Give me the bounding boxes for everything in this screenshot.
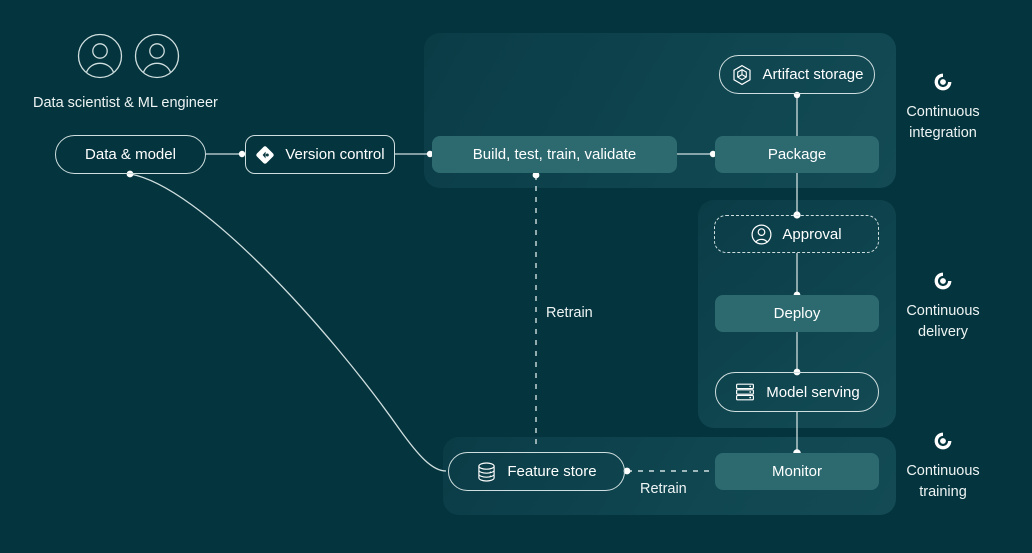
- node-label: Approval: [782, 225, 842, 243]
- personas-label: Data scientist & ML engineer: [33, 95, 218, 111]
- version-control-diamond-icon: [256, 145, 275, 164]
- node-version-control[interactable]: Version control: [245, 135, 395, 174]
- node-build-test-train-validate[interactable]: Build, test, train, validate: [432, 136, 677, 173]
- node-model-serving[interactable]: Model serving: [715, 372, 879, 412]
- person-circle-icon: [751, 224, 772, 244]
- phase-caption-line2: training: [919, 484, 967, 500]
- node-label: Artifact storage: [762, 66, 864, 83]
- node-label: Monitor: [771, 463, 823, 480]
- node-approval[interactable]: Approval: [714, 215, 879, 253]
- user-avatar-icon: [77, 33, 123, 79]
- phase-caption-line1: Continuous: [906, 303, 980, 319]
- cube-hexagon-icon: [732, 64, 751, 85]
- node-data-and-model[interactable]: Data & model: [55, 135, 206, 174]
- node-artifact-storage[interactable]: Artifact storage: [719, 55, 875, 94]
- continuous-loop-icon: [934, 432, 952, 450]
- node-label: Version control: [285, 146, 385, 163]
- node-feature-store[interactable]: Feature store: [448, 452, 625, 491]
- server-rack-icon: [736, 383, 755, 401]
- node-label: Build, test, train, validate: [472, 146, 637, 163]
- phase-caption-continuous-delivery: Continuous delivery: [878, 271, 1008, 343]
- phase-caption-line1: Continuous: [906, 463, 980, 479]
- node-deploy[interactable]: Deploy: [715, 295, 879, 332]
- continuous-loop-icon: [934, 272, 952, 290]
- node-label: Data & model: [85, 146, 176, 163]
- phase-caption-line2: delivery: [918, 324, 968, 340]
- phase-caption-line2: integration: [909, 125, 977, 141]
- avatar-row: [33, 33, 218, 79]
- node-label: Deploy: [773, 305, 821, 322]
- user-avatar-icon: [134, 33, 180, 79]
- continuous-loop-icon: [934, 73, 952, 91]
- phase-caption-line1: Continuous: [906, 104, 980, 120]
- database-icon: [478, 461, 496, 482]
- edge-label-retrain-horizontal: Retrain: [640, 481, 687, 497]
- node-label: Package: [767, 146, 827, 163]
- node-label: Feature store: [507, 463, 597, 480]
- edge-label-retrain-vertical: Retrain: [546, 305, 593, 321]
- phase-caption-continuous-training: Continuous training: [878, 431, 1008, 503]
- personas-group: Data scientist & ML engineer: [33, 33, 218, 111]
- node-monitor[interactable]: Monitor: [715, 453, 879, 490]
- edge-data-to-feature-store: [129, 173, 447, 472]
- node-label: Model serving: [766, 383, 860, 401]
- node-package[interactable]: Package: [715, 136, 879, 173]
- phase-caption-continuous-integration: Continuous integration: [878, 72, 1008, 144]
